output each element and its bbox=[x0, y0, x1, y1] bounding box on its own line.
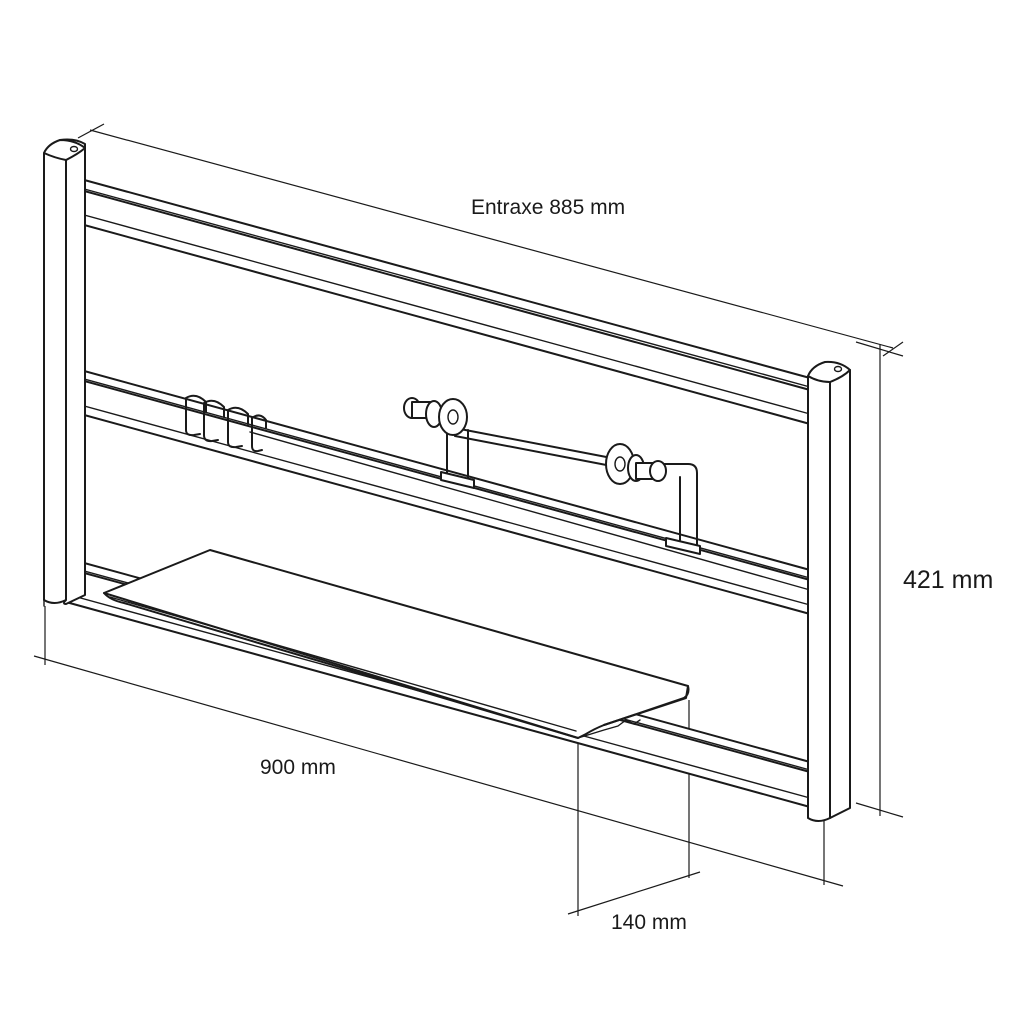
shelf bbox=[103, 549, 690, 739]
dimension-label-width: 900 mm bbox=[260, 756, 336, 779]
s-hooks bbox=[185, 394, 267, 453]
top-rail bbox=[65, 174, 811, 425]
left-post bbox=[43, 138, 86, 607]
dimension-label-entraxe: Entraxe 885 mm bbox=[471, 196, 626, 219]
roll-holder bbox=[403, 397, 701, 555]
right-post bbox=[807, 360, 851, 822]
dimension-label-height: 421 mm bbox=[903, 566, 994, 594]
dimension-label-shelf-depth: 140 mm bbox=[611, 911, 687, 934]
